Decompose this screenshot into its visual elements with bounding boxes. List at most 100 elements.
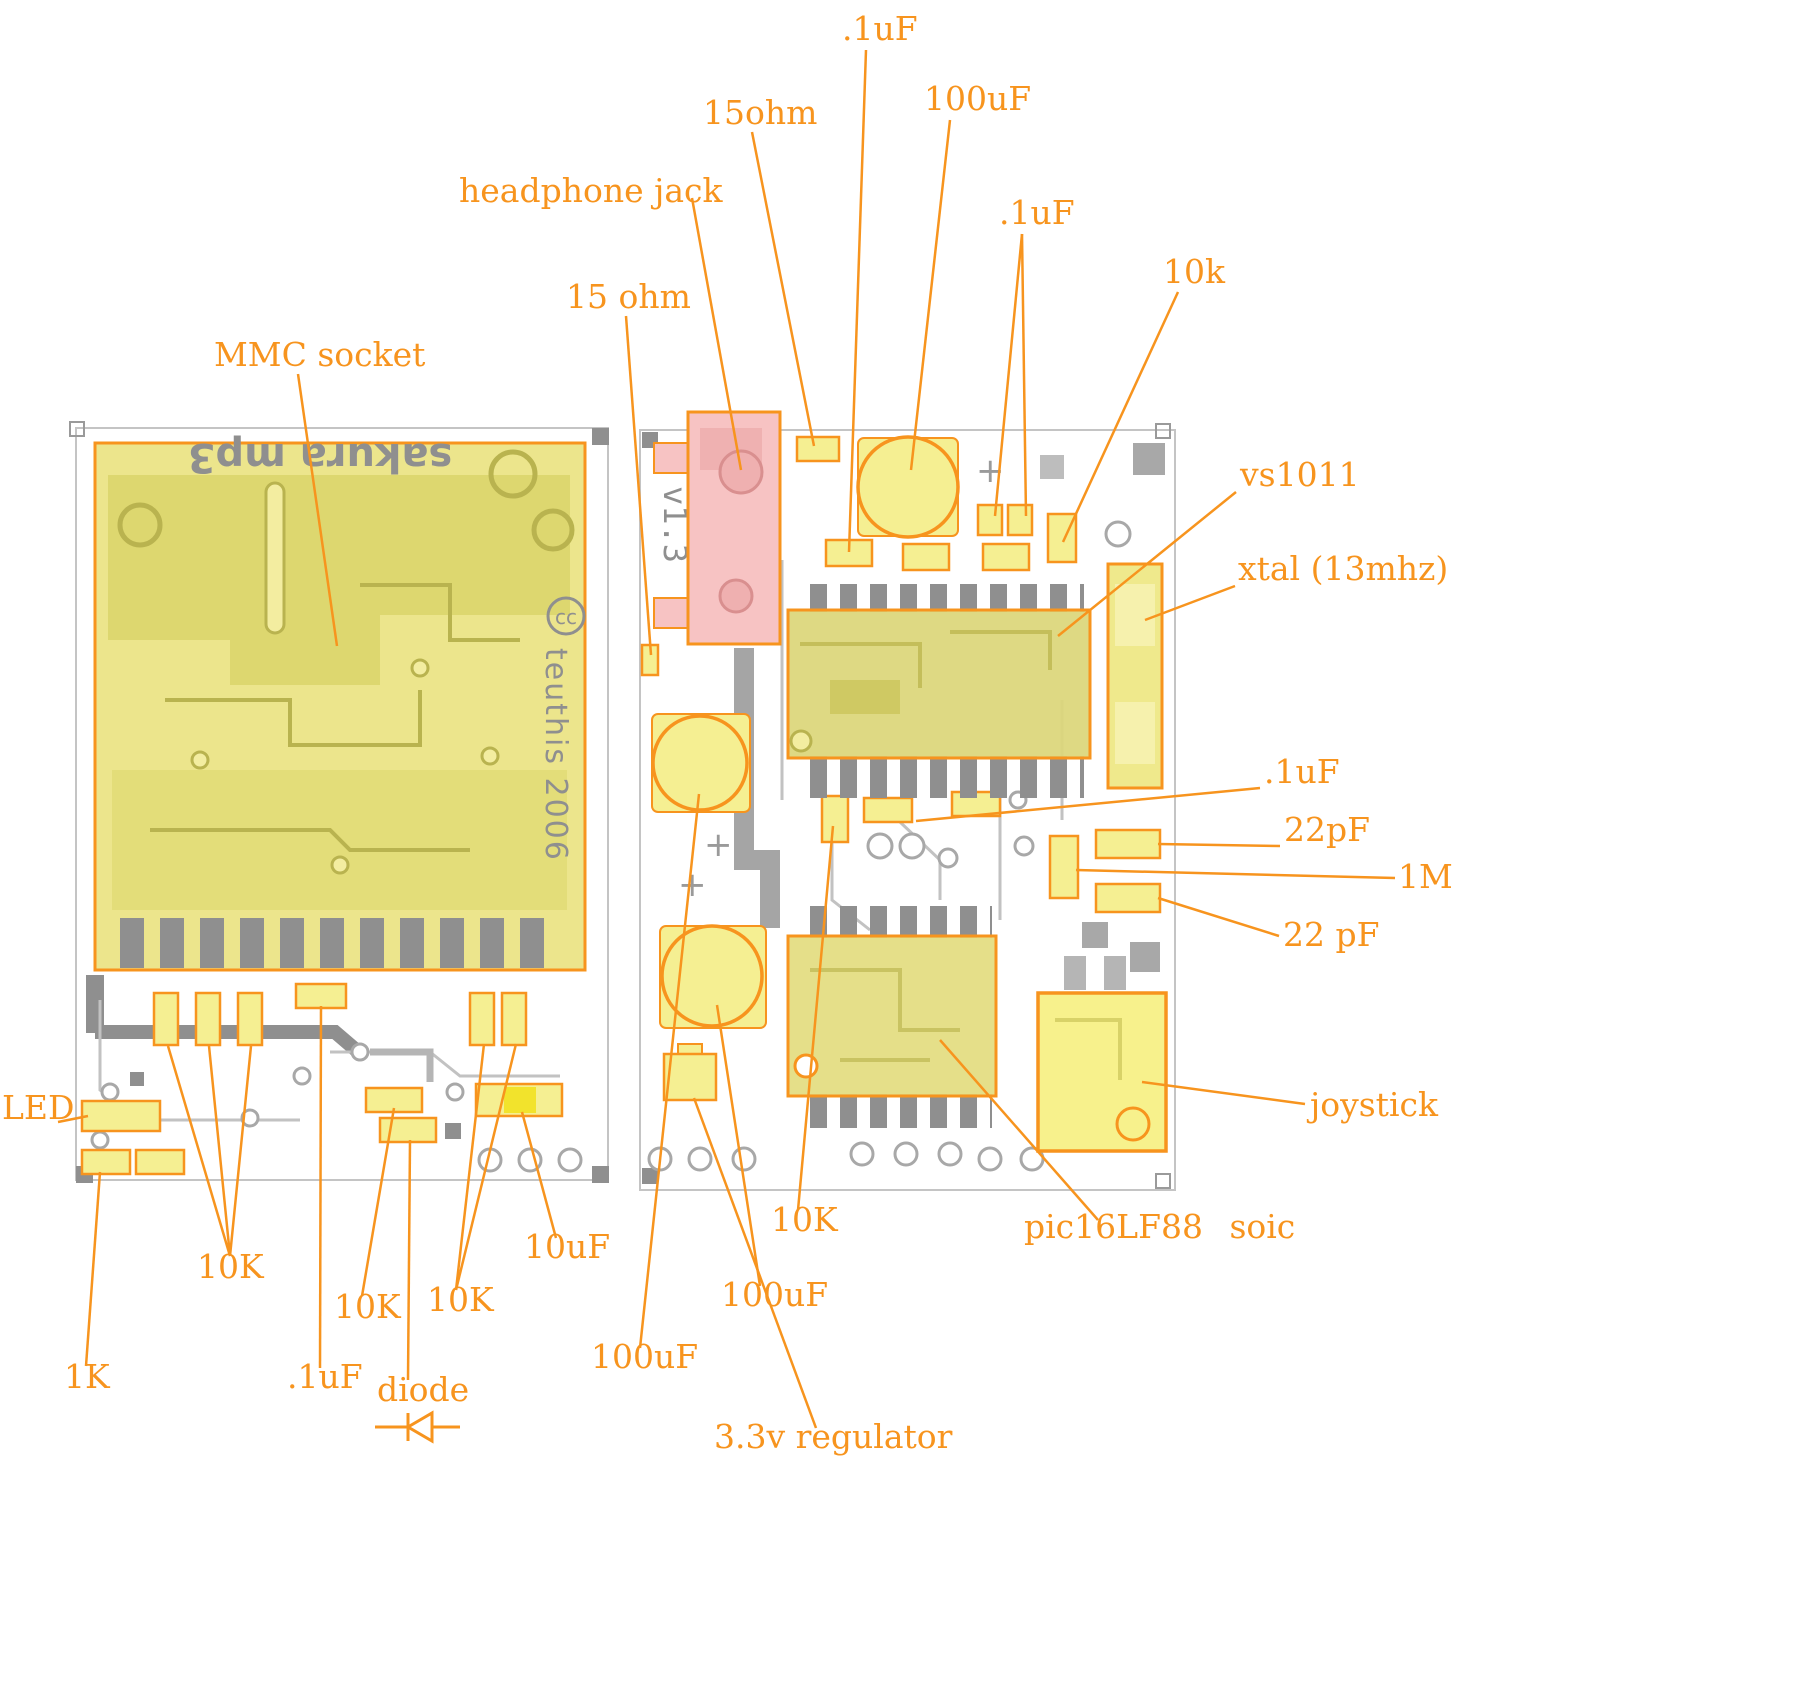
cap-100uf-top: [856, 435, 960, 539]
label-cap-100nf-pair: .1uF: [999, 193, 1075, 232]
gray-pad: [1040, 455, 1064, 479]
silk-copyright: teuthis 2006: [538, 648, 573, 862]
label-cap-10uf: 10uF: [524, 1227, 611, 1266]
label-cap-100nf-bottom: .1uF: [287, 1357, 363, 1396]
cap-100nf-mid-pad: [862, 796, 914, 824]
cap-100uf-mid: [651, 714, 749, 812]
cap-100nf-pad-a: [824, 538, 874, 568]
electrolytic-caps: [651, 435, 960, 1029]
led-footprint: [80, 1099, 162, 1133]
xtal-footprint: [1106, 562, 1164, 790]
leader-line: [454, 1043, 486, 1291]
small-pad: [134, 1148, 186, 1176]
cap-100nf-pair-b: [1006, 503, 1034, 537]
label-res-15ohm-top: 15ohm: [703, 93, 818, 132]
resistor-10k-1: [152, 991, 180, 1047]
corner-pad: [592, 1166, 609, 1183]
cap-100nf-bottom: [294, 982, 348, 1010]
leader-line: [520, 1111, 558, 1239]
label-vs1011: vs1011: [1240, 455, 1360, 494]
pic16lf88-ic: [786, 906, 998, 1128]
label-cap-100uf-c: 100uF: [591, 1337, 699, 1376]
corner-mark: [1155, 423, 1171, 439]
label-led: LED: [2, 1088, 75, 1127]
leader-line: [915, 786, 1261, 823]
silk-plus: +: [678, 865, 707, 905]
leader-line: [1061, 291, 1180, 543]
label-cap-22pf-a: 22pF: [1284, 810, 1371, 849]
label-cap-100uf-b: 100uF: [721, 1275, 829, 1314]
joystick-footprint: [1036, 956, 1168, 1153]
leader-line: [57, 1114, 89, 1124]
label-res-10k: 10k: [1163, 252, 1225, 291]
label-cap-100nf-top: .1uF: [842, 9, 918, 48]
mmc-socket-region: [93, 441, 587, 972]
pad: [981, 542, 1031, 572]
res-15ohm-pad-b: [901, 542, 951, 572]
corner-mark: [69, 421, 85, 437]
resistor-10k-2: [194, 991, 222, 1047]
vs1011-ic: [786, 584, 1092, 798]
silk-board-name: sakura mp3: [188, 434, 453, 480]
label-diode: diode: [377, 1370, 470, 1409]
label-res-1m: 1M: [1398, 857, 1453, 896]
leader-line: [638, 793, 701, 1349]
corner-mark: [1155, 1173, 1171, 1189]
label-res-15ohm-left: 15 ohm: [566, 277, 691, 316]
res-10k-mid-pad: [820, 794, 850, 844]
regulator-footprint: [662, 1043, 718, 1102]
label-res-10k-c: 10K: [334, 1287, 401, 1326]
cap-100nf-pair-a: [976, 503, 1004, 537]
label-mmc-socket: MMC socket: [214, 335, 426, 374]
cap-22pf-pad-a: [1094, 828, 1162, 860]
label-cap-22pf-b: 22 pF: [1283, 915, 1380, 954]
resistor-10k-4: [468, 991, 496, 1047]
gray-pad: [1133, 443, 1165, 475]
leader-line: [1075, 868, 1396, 880]
leader-line: [1141, 1080, 1306, 1106]
leader-line: [624, 315, 653, 656]
label-headphone-jack: headphone jack: [459, 171, 723, 210]
label-res-10k-b: 10K: [197, 1247, 264, 1286]
corner-pad: [592, 428, 609, 445]
label-pic16lf88: pic16LF88 soic: [1024, 1207, 1296, 1246]
board-left: sakura mp3 cc teuthis 2006: [69, 421, 609, 1183]
leader-lines: [57, 49, 1396, 1429]
resistor-10k-3: [236, 991, 264, 1047]
leader-line: [318, 1005, 323, 1369]
resistor-1k-footprint: [80, 1148, 132, 1176]
label-joystick: joystick: [1310, 1085, 1438, 1124]
diode-symbol-icon: [375, 1410, 460, 1444]
leader-line: [166, 1045, 232, 1257]
silk-plus: +: [704, 825, 733, 865]
leader-line: [796, 825, 835, 1211]
leader-line: [228, 1045, 253, 1257]
leader-line: [993, 233, 1024, 517]
leader-line: [909, 119, 952, 471]
cap-100uf-bottom: [660, 924, 764, 1028]
leader-line: [690, 197, 743, 471]
leader-line: [715, 1004, 762, 1287]
leader-line: [1157, 896, 1280, 938]
label-cap-100uf-top: 100uF: [924, 79, 1032, 118]
leader-line: [360, 1107, 396, 1297]
leader-line: [1144, 584, 1236, 622]
corner-pad: [642, 1168, 658, 1184]
leader-line: [1020, 233, 1028, 517]
label-res-1k: 1K: [64, 1357, 110, 1396]
leader-line: [207, 1045, 232, 1257]
res-1m-pad: [1048, 834, 1080, 900]
leader-line: [847, 49, 868, 553]
cap-22pf-pad-b: [1094, 882, 1162, 914]
leader-line: [692, 1097, 818, 1429]
cap-10uf-body: [504, 1087, 536, 1113]
headphone-jack-footprint: [653, 410, 782, 646]
label-cap-100nf-mid: .1uF: [1264, 752, 1340, 791]
leader-line: [296, 373, 339, 647]
leader-line: [406, 1139, 412, 1381]
leader-line: [1057, 491, 1237, 637]
cc-license-icon: [546, 596, 586, 636]
label-regulator: 3.3v regulator: [714, 1417, 953, 1456]
